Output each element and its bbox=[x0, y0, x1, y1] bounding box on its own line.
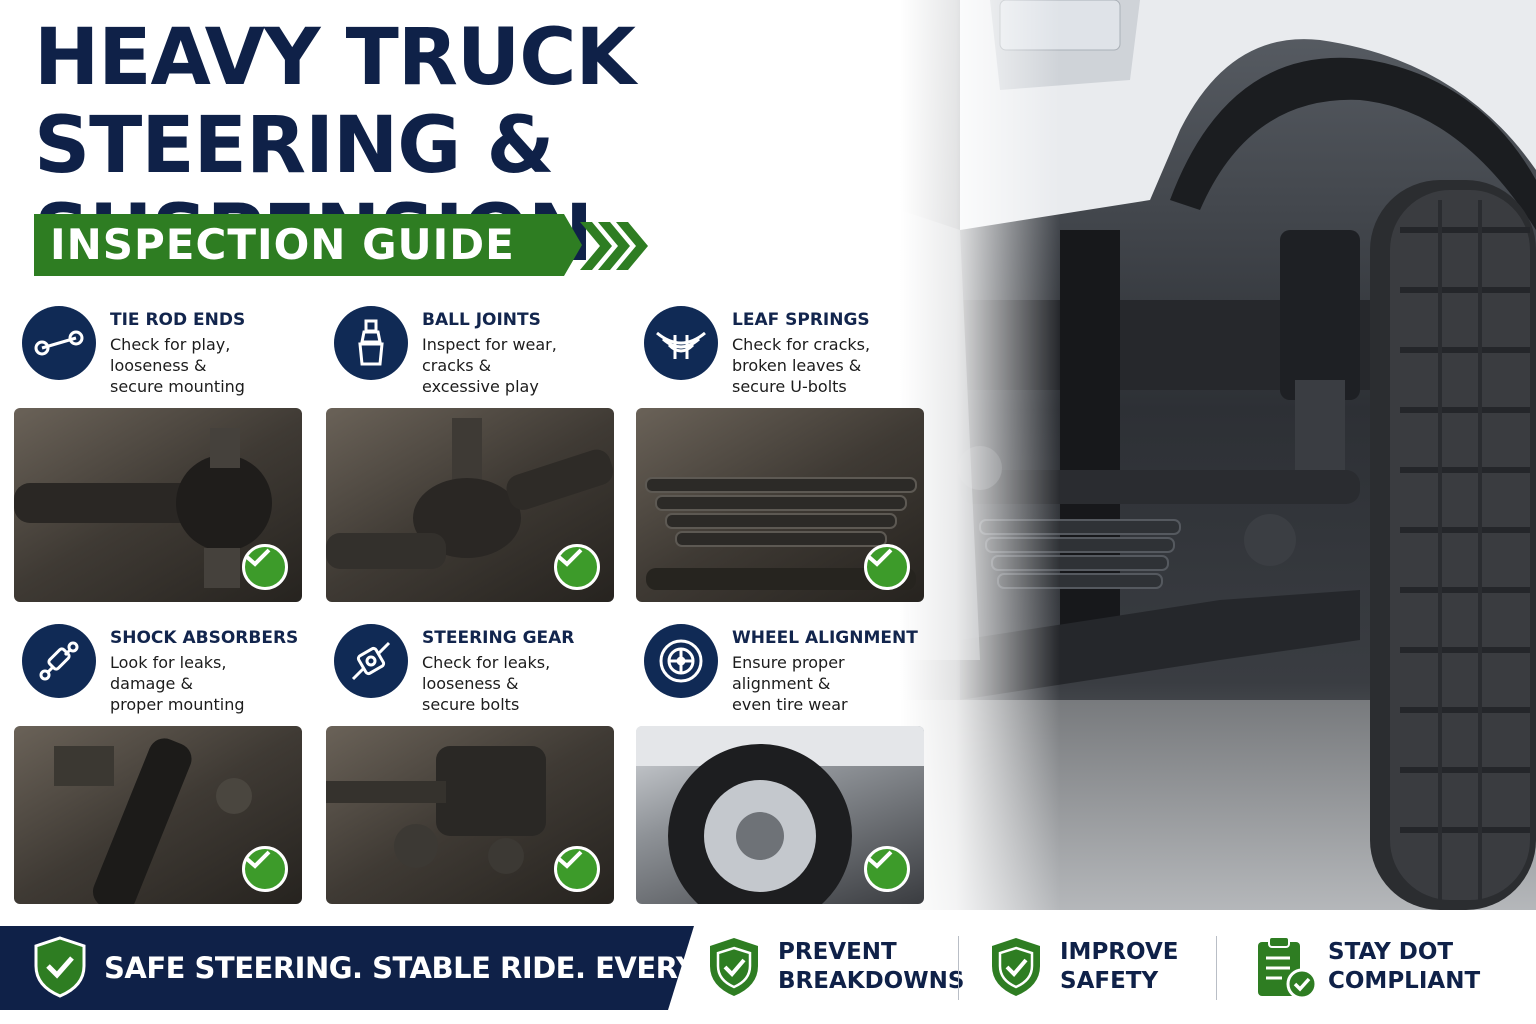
steering-gear-photo bbox=[326, 726, 614, 904]
benefit-line: COMPLIANT bbox=[1328, 968, 1481, 994]
inspection-guide-banner: INSPECTION GUIDE bbox=[34, 214, 582, 276]
card-leaf-springs: LEAF SPRINGS Check for cracks, broken le… bbox=[636, 306, 926, 602]
card-steering-gear: STEERING GEAR Check for leaks, looseness… bbox=[326, 624, 616, 904]
ball-joint-photo bbox=[326, 408, 614, 602]
title-line-1: HEAVY TRUCK bbox=[34, 13, 636, 103]
card-desc-line: Look for leaks, bbox=[110, 653, 227, 672]
tie-rod-icon bbox=[22, 306, 96, 380]
benefit-line: PREVENT bbox=[778, 939, 897, 965]
card-title: TIE ROD ENDS bbox=[110, 310, 246, 330]
check-icon bbox=[864, 544, 910, 590]
card-description: Check for leaks, looseness & secure bolt… bbox=[422, 652, 612, 715]
benefit-prevent-breakdowns: PREVENT BREAKDOWNS bbox=[778, 938, 964, 996]
benefit-line: IMPROVE bbox=[1060, 939, 1179, 965]
card-title: LEAF SPRINGS bbox=[732, 310, 870, 330]
check-icon bbox=[554, 846, 600, 892]
chevron-right-icon bbox=[580, 222, 648, 270]
shock-absorber-icon bbox=[22, 624, 96, 698]
benefit-line: SAFETY bbox=[1060, 968, 1159, 994]
check-icon bbox=[242, 544, 288, 590]
check-icon bbox=[554, 544, 600, 590]
steering-gear-icon bbox=[334, 624, 408, 698]
hero-truck-photo bbox=[900, 0, 1536, 910]
shield-check-icon bbox=[34, 936, 86, 998]
card-desc-line: even tire wear bbox=[732, 695, 848, 714]
card-desc-line: Inspect for wear, bbox=[422, 335, 557, 354]
benefit-stay-dot-compliant: STAY DOT COMPLIANT bbox=[1328, 938, 1480, 996]
card-desc-line: looseness & bbox=[110, 356, 207, 375]
card-title: STEERING GEAR bbox=[422, 628, 575, 648]
benefit-line: BREAKDOWNS bbox=[778, 968, 965, 994]
shock-absorber-photo bbox=[14, 726, 302, 904]
card-description: Check for play, looseness & secure mount… bbox=[110, 334, 300, 397]
leaf-spring-icon bbox=[644, 306, 718, 380]
leaf-spring-photo bbox=[636, 408, 924, 602]
card-wheel-alignment: WHEEL ALIGNMENT Ensure proper alignment … bbox=[636, 624, 926, 904]
card-desc-line: secure bolts bbox=[422, 695, 520, 714]
card-description: Check for cracks, broken leaves & secure… bbox=[732, 334, 922, 397]
ball-joint-icon bbox=[334, 306, 408, 380]
card-desc-line: damage & bbox=[110, 674, 193, 693]
card-description: Ensure proper alignment & even tire wear bbox=[732, 652, 922, 715]
hero-fade-overlay bbox=[900, 0, 1060, 910]
footer-strip: SAFE STEERING. STABLE RIDE. EVERY MILE. … bbox=[0, 926, 1536, 1010]
benefit-improve-safety: IMPROVE SAFETY bbox=[1060, 938, 1178, 996]
divider bbox=[1216, 936, 1217, 1000]
shield-check-icon bbox=[992, 938, 1040, 996]
clipboard-check-icon bbox=[1258, 936, 1318, 1000]
card-ball-joints: BALL JOINTS Inspect for wear, cracks & e… bbox=[326, 306, 616, 602]
card-desc-line: Check for play, bbox=[110, 335, 231, 354]
card-desc-line: looseness & bbox=[422, 674, 519, 693]
wheel-alignment-photo bbox=[636, 726, 924, 904]
benefit-line: STAY DOT bbox=[1328, 939, 1454, 965]
slogan-bar bbox=[0, 926, 694, 1010]
slogan-text: SAFE STEERING. STABLE RIDE. EVERY MILE. bbox=[104, 951, 793, 985]
card-desc-line: secure U-bolts bbox=[732, 377, 847, 396]
check-icon bbox=[242, 846, 288, 892]
tie-rod-photo bbox=[14, 408, 302, 602]
card-tie-rod-ends: TIE ROD ENDS Check for play, looseness &… bbox=[14, 306, 304, 602]
card-desc-line: broken leaves & bbox=[732, 356, 862, 375]
card-desc-line: alignment & bbox=[732, 674, 831, 693]
card-desc-line: Check for leaks, bbox=[422, 653, 551, 672]
card-desc-line: Check for cracks, bbox=[732, 335, 871, 354]
card-shock-absorbers: SHOCK ABSORBERS Look for leaks, damage &… bbox=[14, 624, 304, 904]
card-desc-line: excessive play bbox=[422, 377, 539, 396]
divider bbox=[958, 936, 959, 1000]
card-desc-line: proper mounting bbox=[110, 695, 245, 714]
card-title: SHOCK ABSORBERS bbox=[110, 628, 299, 648]
card-title: BALL JOINTS bbox=[422, 310, 541, 330]
check-icon bbox=[864, 846, 910, 892]
card-desc-line: secure mounting bbox=[110, 377, 245, 396]
card-desc-line: Ensure proper bbox=[732, 653, 845, 672]
card-desc-line: cracks & bbox=[422, 356, 492, 375]
shield-check-icon bbox=[710, 938, 758, 996]
card-description: Look for leaks, damage & proper mounting bbox=[110, 652, 300, 715]
card-description: Inspect for wear, cracks & excessive pla… bbox=[422, 334, 612, 397]
wheel-icon bbox=[644, 624, 718, 698]
card-title: WHEEL ALIGNMENT bbox=[732, 628, 918, 648]
